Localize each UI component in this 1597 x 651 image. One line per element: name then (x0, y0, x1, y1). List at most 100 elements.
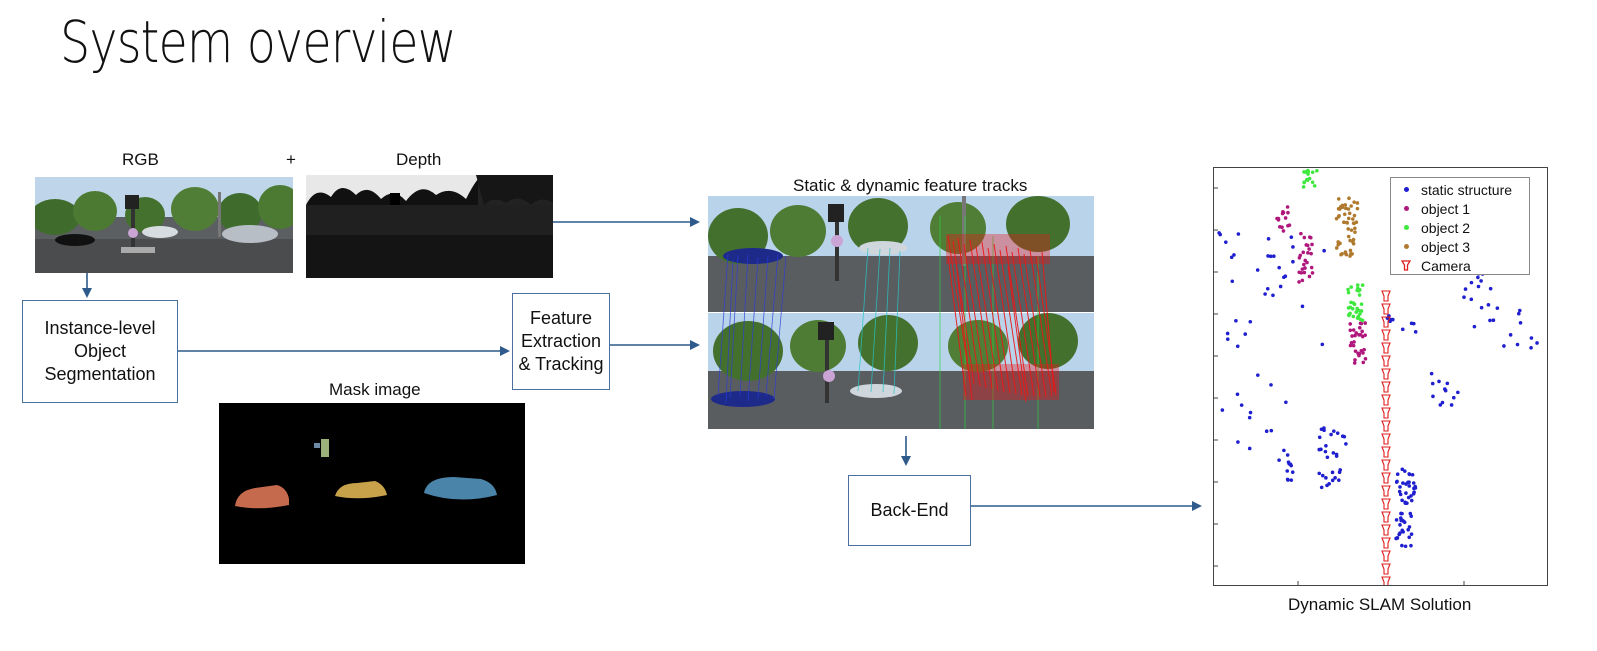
map-point (1463, 287, 1468, 291)
map-point (1307, 274, 1312, 279)
map-point (1230, 279, 1235, 284)
map-point (1443, 387, 1447, 391)
map-point (1335, 431, 1340, 435)
map-point (1398, 531, 1402, 535)
map-point (1247, 415, 1252, 420)
camera-pose (1381, 472, 1391, 484)
depth-image (306, 175, 553, 278)
map-point (1431, 394, 1435, 399)
map-point (1266, 254, 1270, 258)
map-point (1310, 180, 1315, 185)
camera-pose (1381, 550, 1391, 562)
segmentation-line-2: Object (73, 341, 126, 361)
map-point (1265, 286, 1270, 291)
map-point (1400, 498, 1404, 503)
map-point (1351, 314, 1356, 319)
feature-line-1: Feature (529, 308, 593, 328)
map-point (1334, 216, 1339, 221)
map-point (1407, 472, 1412, 477)
map-point (1479, 279, 1483, 283)
map-point (1322, 426, 1326, 430)
map-point (1398, 485, 1402, 489)
plus-label: + (286, 150, 296, 169)
map-point (1360, 329, 1364, 334)
map-point (1343, 203, 1348, 207)
legend-dot-icon (1391, 206, 1421, 211)
map-point (1235, 392, 1240, 397)
map-point (1429, 371, 1434, 376)
map-point (1409, 321, 1414, 326)
camera-pose (1381, 290, 1391, 302)
map-point (1281, 229, 1286, 233)
map-point (1430, 381, 1435, 386)
camera-pose (1381, 433, 1391, 445)
map-point (1353, 230, 1357, 234)
map-point (1352, 200, 1356, 204)
rgb-label: RGB (122, 150, 159, 169)
map-point (1255, 268, 1260, 272)
camera-pose (1381, 576, 1391, 585)
map-point (1411, 481, 1416, 485)
map-point (1310, 170, 1315, 175)
map-point (1352, 213, 1357, 218)
map-point (1302, 180, 1306, 185)
map-point (1413, 330, 1418, 334)
map-point (1322, 248, 1326, 253)
map-point (1309, 265, 1314, 270)
map-point (1403, 544, 1408, 549)
map-point (1331, 451, 1336, 455)
map-point (1235, 344, 1240, 349)
map-point (1400, 467, 1405, 472)
map-point (1355, 316, 1360, 320)
map-point (1266, 237, 1271, 241)
map-point (1346, 287, 1350, 292)
map-point (1516, 311, 1521, 316)
map-point (1277, 265, 1281, 270)
map-point (1440, 400, 1445, 405)
map-point (1406, 527, 1410, 532)
map-point (1336, 197, 1341, 201)
map-point (1495, 306, 1500, 310)
map-point (1357, 325, 1362, 330)
mask-image (219, 403, 525, 564)
map-point (1344, 252, 1349, 257)
map-point (1348, 305, 1353, 310)
map-point (1289, 478, 1294, 482)
map-point (1394, 480, 1399, 484)
map-point (1351, 343, 1356, 348)
map-point (1535, 341, 1539, 345)
map-point (1239, 403, 1244, 407)
map-point (1286, 223, 1290, 228)
map-point (1289, 463, 1294, 468)
map-point (1224, 240, 1228, 244)
map-point (1410, 472, 1415, 477)
backend-label: Back-End (870, 500, 949, 520)
legend-label: static structure (1421, 181, 1513, 198)
map-point (1398, 492, 1403, 497)
map-point (1469, 280, 1474, 285)
map-point (1218, 232, 1223, 237)
map-point (1289, 235, 1294, 239)
map-point (1462, 295, 1466, 300)
camera-pose (1381, 381, 1391, 393)
map-point (1332, 429, 1336, 433)
camera-pose (1381, 511, 1391, 523)
map-point (1491, 318, 1496, 323)
map-point (1309, 251, 1313, 256)
map-point (1286, 478, 1290, 482)
slam-plot-frame (1213, 167, 1548, 586)
map-point (1357, 333, 1361, 337)
map-point (1349, 285, 1354, 289)
map-point (1324, 476, 1328, 480)
map-point (1348, 343, 1353, 348)
map-point (1269, 428, 1274, 433)
feature-tracking-box: Feature Extraction & Tracking (512, 293, 610, 390)
map-point (1363, 321, 1367, 325)
map-point (1337, 478, 1341, 482)
camera-pose (1381, 446, 1391, 458)
map-point (1411, 491, 1416, 496)
map-point (1330, 470, 1335, 475)
map-point (1398, 523, 1402, 527)
map-point (1280, 211, 1285, 216)
map-point (1278, 284, 1283, 289)
